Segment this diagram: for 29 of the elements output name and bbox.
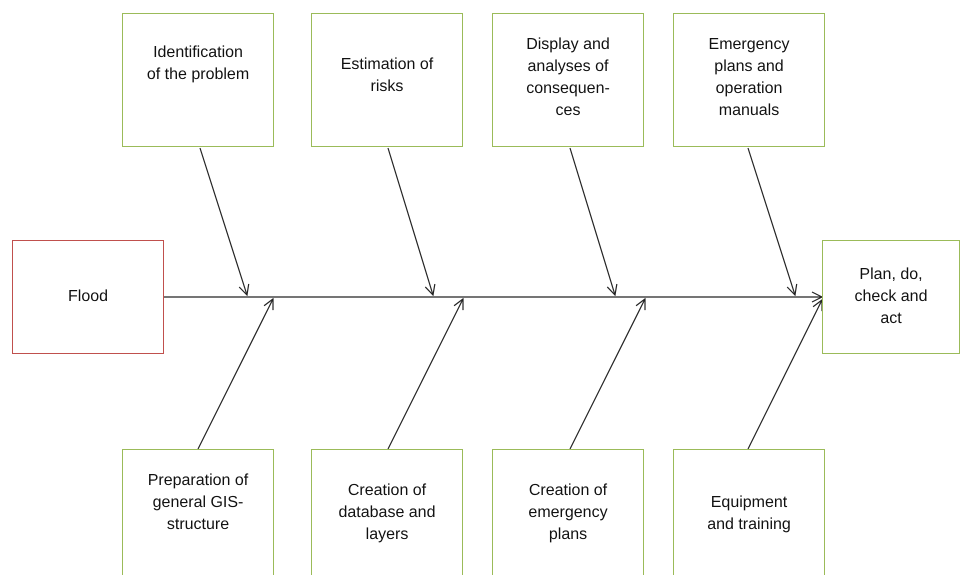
node-label: Identification of the problem	[146, 43, 250, 85]
cause-box	[673, 449, 825, 575]
spine-arrow	[164, 291, 823, 303]
cause-arrow	[387, 148, 436, 296]
cause-box	[492, 13, 644, 147]
node-label: Emergency plans and operation manuals	[708, 35, 790, 121]
cause-arrow	[199, 148, 250, 296]
cause-arrow	[569, 298, 646, 450]
cause-arrow	[197, 298, 274, 450]
effect-box	[12, 240, 164, 354]
node-label: Estimation of risks	[340, 55, 434, 97]
cause-box	[673, 13, 825, 147]
node-label: Creation of emergency plans	[527, 481, 609, 545]
cause-arrow	[747, 299, 823, 450]
cause-arrow	[569, 148, 618, 296]
node-label: Creation of database and layers	[338, 481, 436, 545]
node-label: Display and analyses of consequen- ces	[525, 35, 611, 121]
cause-arrow	[387, 298, 464, 450]
cause-box	[492, 449, 644, 575]
node-label: Flood	[68, 287, 108, 307]
node-label: Preparation of general GIS- structure	[146, 471, 250, 535]
cause-box	[122, 13, 274, 147]
cause-box	[122, 449, 274, 575]
node-label: Plan, do, check and act	[854, 265, 928, 329]
node-label: Equipment and training	[706, 493, 792, 535]
result-box	[822, 240, 960, 354]
cause-box	[311, 449, 463, 575]
cause-box	[311, 13, 463, 147]
cause-arrow	[747, 148, 798, 296]
